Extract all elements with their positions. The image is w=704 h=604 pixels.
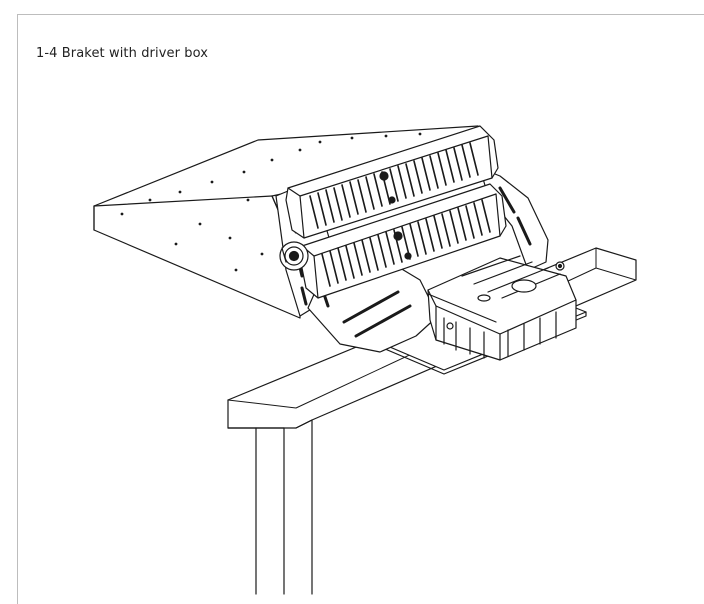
- visor-rivets: [120, 132, 422, 272]
- figure-caption: 1-4 Braket with driver box: [36, 46, 209, 61]
- pivot-knob: [279, 241, 309, 271]
- upper-heatsink-fins: [309, 142, 479, 229]
- module-bolts: [379, 171, 412, 260]
- lower-heatsink-fins: [321, 199, 491, 287]
- driver-box: [427, 255, 577, 361]
